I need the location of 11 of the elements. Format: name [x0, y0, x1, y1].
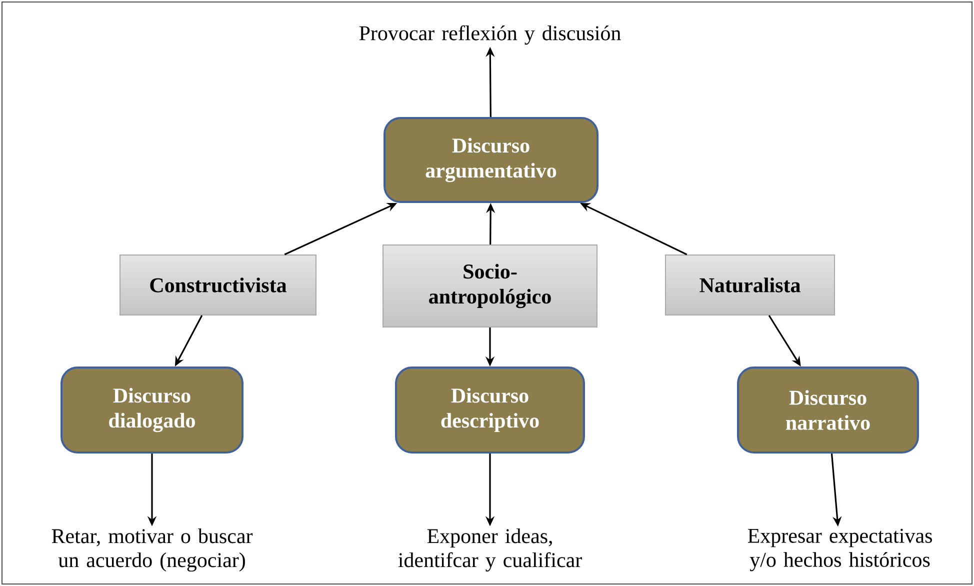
node-text: Expresar expectativas y/o hechos históricos [748, 528, 932, 572]
process-box: Naturalista [665, 254, 836, 316]
node-text: Provocar reflexión y discusión [359, 25, 621, 45]
process-box: Socio-antropológico [382, 244, 598, 328]
node-text: Retar, motivar o buscar un acuerdo (negociar) [52, 528, 253, 572]
rounded-box: Discurso argumentativo [384, 117, 598, 203]
process-box: Constructivista [120, 254, 316, 316]
node-text: Exponer ideas, identifcar y cualificar [398, 528, 582, 572]
rounded-box: Discurso descriptivo [395, 366, 585, 454]
rounded-box: Discurso dialogado [60, 366, 244, 454]
rounded-box: Discurso narrativo [737, 366, 920, 454]
